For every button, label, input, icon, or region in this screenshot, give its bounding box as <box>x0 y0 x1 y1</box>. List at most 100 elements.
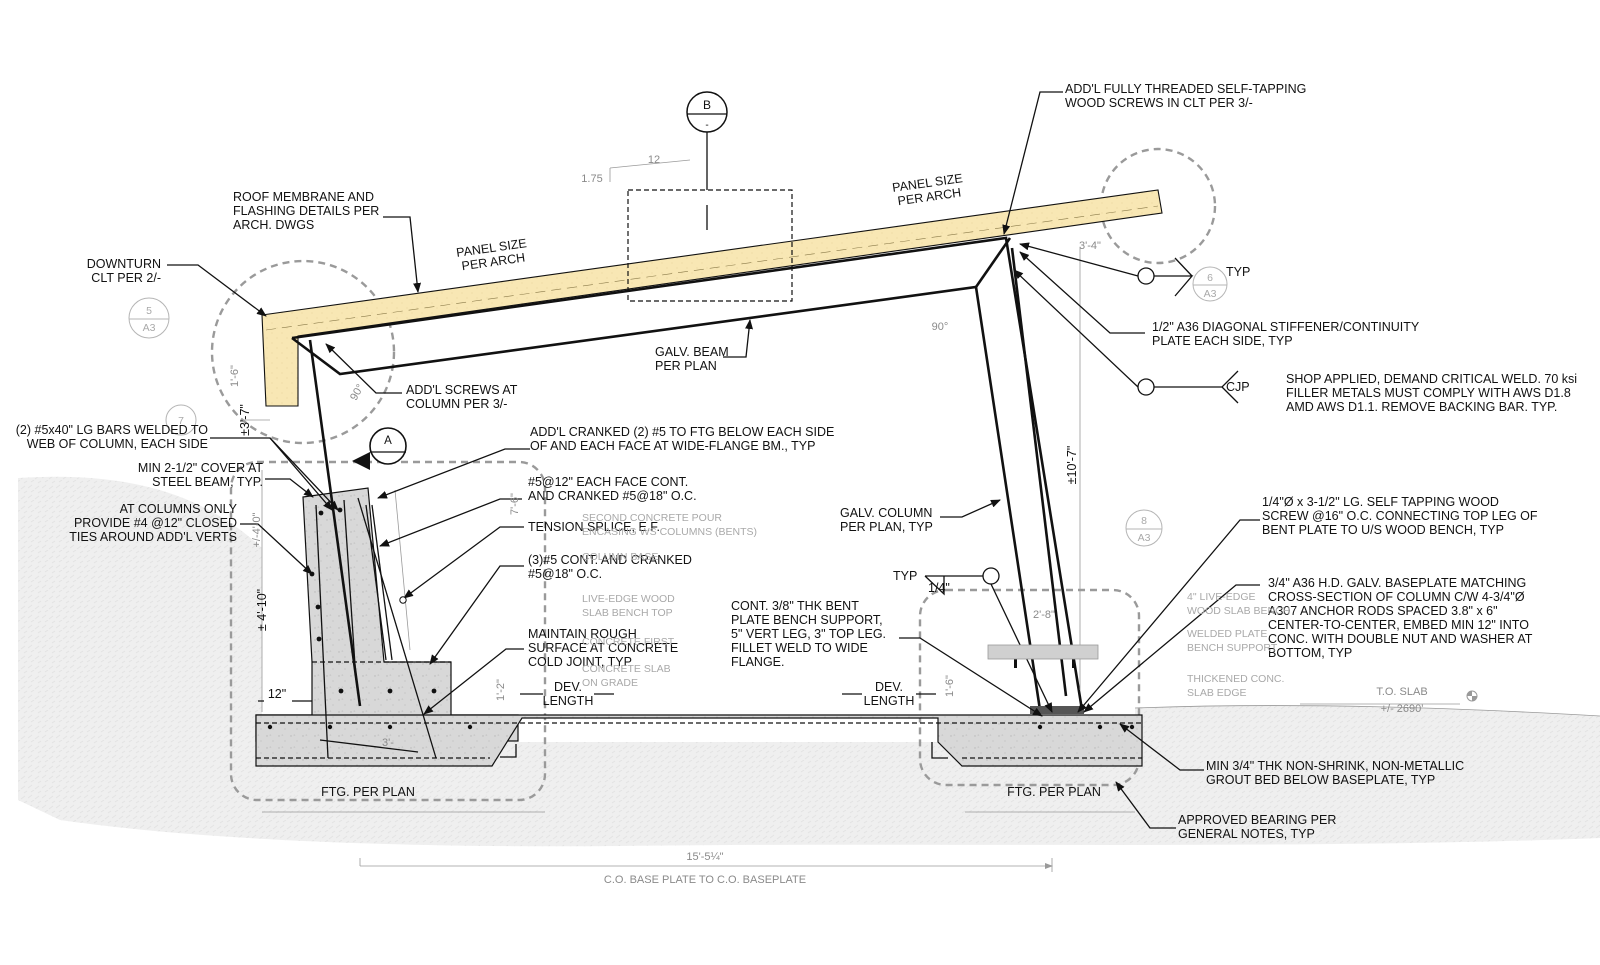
section-tag-b[interactable]: B - <box>686 91 728 133</box>
svg-text:GALV. BEAM: GALV. BEAM <box>655 345 729 359</box>
dim-3-7: ±3'-7" <box>238 404 252 436</box>
note-min-cover: MIN 2-1/2" COVER AT STEEL BEAM, TYP. <box>138 461 263 489</box>
section-tag-sub: - <box>705 120 708 131</box>
callout-8[interactable]: 8 A3 <box>1125 509 1163 547</box>
note-panel-left: PANEL SIZE PER ARCH <box>455 236 527 273</box>
svg-text:A3: A3 <box>1204 288 1217 300</box>
weld-symbol-fillet[interactable] <box>982 567 1000 585</box>
note-galv-column: GALV. COLUMN PER PLAN, TYP <box>840 506 933 534</box>
svg-text:PLATE BENCH SUPPORT,: PLATE BENCH SUPPORT, <box>731 613 883 627</box>
svg-text:5: 5 <box>146 305 152 317</box>
note-cont-cranked: (3)#5 CONT. AND CRANKED #5@18" O.C. <box>528 553 692 581</box>
note-cranked: ADD'L CRANKED (2) #5 TO FTG BELOW EACH S… <box>530 425 834 453</box>
svg-text:LENGTH: LENGTH <box>864 694 915 708</box>
svg-text:A3: A3 <box>1138 532 1151 544</box>
svg-text:SURFACE AT CONCRETE: SURFACE AT CONCRETE <box>528 641 678 655</box>
weld-symbol-top[interactable] <box>1137 267 1155 285</box>
svg-text:ADD'L CRANKED (2) #5 TO FTG BE: ADD'L CRANKED (2) #5 TO FTG BELOW EACH S… <box>530 425 834 439</box>
svg-text:FILLET WELD TO WIDE: FILLET WELD TO WIDE <box>731 641 868 655</box>
svg-text:CONT. 3/8" THK BENT: CONT. 3/8" THK BENT <box>731 599 859 613</box>
dim-7-6: 7'-6" <box>509 493 521 515</box>
detail-circle-right <box>1099 147 1217 265</box>
dim-1-6-right: 1'-6" <box>944 675 956 697</box>
concrete-curb <box>255 487 519 742</box>
dim-90-right: 90° <box>932 321 949 333</box>
svg-text:PER PLAN, TYP: PER PLAN, TYP <box>840 520 933 534</box>
svg-text:3/4" A36 H.D. GALV. BASEPLATE: 3/4" A36 H.D. GALV. BASEPLATE MATCHING <box>1268 576 1526 590</box>
svg-text:PROVIDE #4 @12" CLOSED: PROVIDE #4 @12" CLOSED <box>74 516 237 530</box>
weld-symbol-cjp[interactable] <box>1137 378 1155 396</box>
svg-text:MAINTAIN ROUGH: MAINTAIN ROUGH <box>528 627 637 641</box>
svg-text:SLAB EDGE: SLAB EDGE <box>1187 687 1247 699</box>
note-rough-surface: MAINTAIN ROUGH SURFACE AT CONCRETE COLD … <box>528 627 678 669</box>
dim-3-4: 3'-4" <box>1079 240 1101 252</box>
svg-text:AT COLUMNS ONLY: AT COLUMNS ONLY <box>120 502 238 516</box>
detail-circle-left <box>210 259 396 445</box>
svg-text:ADD'L FULLY THREADED SELF-TAPP: ADD'L FULLY THREADED SELF-TAPPING <box>1065 82 1306 96</box>
dim-90-left: 90° <box>348 382 367 402</box>
note-weld: SHOP APPLIED, DEMAND CRITICAL WELD. 70 k… <box>1286 372 1577 414</box>
svg-text:WEB OF COLUMN, EACH SIDE: WEB OF COLUMN, EACH SIDE <box>27 437 208 451</box>
svg-text:SHOP APPLIED, DEMAND CRITICAL: SHOP APPLIED, DEMAND CRITICAL WELD. 70 k… <box>1286 372 1577 386</box>
svg-text:COLUMN BASE: COLUMN BASE <box>582 551 658 563</box>
svg-text:CENTER-TO-CENTER, EMBED MIN 12: CENTER-TO-CENTER, EMBED MIN 12" INTO <box>1268 618 1529 632</box>
svg-text:COLUMN PER 3/-: COLUMN PER 3/- <box>406 397 507 411</box>
detail-box-right <box>918 588 1141 787</box>
note-wood-screw: 1/4"Ø x 3-1/2" LG. SELF TAPPING WOOD SCR… <box>1262 495 1538 537</box>
dev-length-right: DEV. LENGTH <box>864 680 915 708</box>
svg-text:ARCH. DWGS: ARCH. DWGS <box>233 218 314 232</box>
note-closed-ties: AT COLUMNS ONLY PROVIDE #4 @12" CLOSED T… <box>69 502 237 544</box>
svg-text:5" VERT LEG, 3" TOP LEG.: 5" VERT LEG, 3" TOP LEG. <box>731 627 886 641</box>
cut-tag-a[interactable]: A <box>352 427 407 470</box>
svg-text:6: 6 <box>1207 272 1213 284</box>
svg-text:A307 ANCHOR RODS SPACED 3.8" x: A307 ANCHOR RODS SPACED 3.8" x 6" <box>1268 604 1498 618</box>
dim-overall: 15'-5¼" <box>686 851 723 863</box>
svg-text:1/4"Ø x 3-1/2" LG. SELF TAPPIN: 1/4"Ø x 3-1/2" LG. SELF TAPPING WOOD <box>1262 495 1499 509</box>
svg-text:SLAB BENCH TOP: SLAB BENCH TOP <box>582 607 673 619</box>
svg-text:CONCRETE SLAB: CONCRETE SLAB <box>582 663 671 675</box>
fillet-typ-label: TYP <box>893 569 917 583</box>
dim-overall-label: C.O. BASE PLATE TO C.O. BASEPLATE <box>604 874 806 886</box>
note-roof-membrane: ROOF MEMBRANE AND FLASHING DETAILS PER A… <box>233 190 379 232</box>
section-tag-letter: B <box>703 98 711 112</box>
fillet-size-label: 1/4" <box>928 581 950 595</box>
note-addl-screws: ADD'L SCREWS AT COLUMN PER 3/- <box>406 383 518 411</box>
svg-text:MIN 3/4" THK NON-SHRINK, NON-M: MIN 3/4" THK NON-SHRINK, NON-METALLIC <box>1206 759 1464 773</box>
callout-5[interactable]: 5 A3 <box>128 297 170 339</box>
svg-text:#5@18" O.C.: #5@18" O.C. <box>528 567 602 581</box>
svg-text:8: 8 <box>1141 515 1147 527</box>
svg-text:DEV.: DEV. <box>875 680 903 694</box>
svg-text:GENERAL NOTES, TYP: GENERAL NOTES, TYP <box>1178 827 1315 841</box>
note-self-tapping: ADD'L FULLY THREADED SELF-TAPPING WOOD S… <box>1065 82 1306 110</box>
note-bearing: APPROVED BEARING PER GENERAL NOTES, TYP <box>1178 813 1336 841</box>
dev-length-left: DEV. LENGTH <box>543 680 594 708</box>
dim-12in: 12" <box>268 687 286 701</box>
note-each-face: #5@12" EACH FACE CONT. AND CRANKED #5@18… <box>528 475 697 503</box>
svg-text:SECOND CONCRETE POUR: SECOND CONCRETE POUR <box>582 512 722 524</box>
elevation-marker-icon <box>1466 690 1478 702</box>
slab-elev: +/- 2690' <box>1381 703 1424 715</box>
svg-text:GROUT BED BELOW BASEPLATE, TYP: GROUT BED BELOW BASEPLATE, TYP <box>1206 773 1435 787</box>
svg-text:FLANGE.: FLANGE. <box>731 655 785 669</box>
svg-text:COLD JOINT, TYP: COLD JOINT, TYP <box>528 655 632 669</box>
svg-text:WOOD SCREWS IN CLT PER 3/-: WOOD SCREWS IN CLT PER 3/- <box>1065 96 1253 110</box>
note-grout: MIN 3/4" THK NON-SHRINK, NON-METALLIC GR… <box>1206 759 1464 787</box>
svg-text:BENCH SUPPORT: BENCH SUPPORT <box>1187 642 1278 654</box>
steel-frame <box>291 236 1084 711</box>
dim-slope-175: 1.75 <box>581 173 602 185</box>
dim-10-7: ±10'-7" <box>1065 446 1079 485</box>
callout-6[interactable]: 6 A3 <box>1192 266 1228 302</box>
detail-box-left <box>229 460 547 802</box>
callout-7[interactable]: 7 <box>165 404 197 436</box>
svg-text:FILLER METALS MUST COMPLY WITH: FILLER METALS MUST COMPLY WITH AWS D1.8 <box>1286 386 1571 400</box>
ftg-label-right: FTG. PER PLAN <box>1007 785 1101 799</box>
svg-text:ENCASING WS COLUMNS (BENTS): ENCASING WS COLUMNS (BENTS) <box>582 526 757 538</box>
slab-label: T.O. SLAB <box>1376 686 1427 698</box>
svg-text:CONC. WITH DOUBLE NUT AND WASH: CONC. WITH DOUBLE NUT AND WASHER AT <box>1268 632 1533 646</box>
dim-4-0: +/-4'-0" <box>251 512 263 547</box>
svg-text:PER PLAN: PER PLAN <box>655 359 717 373</box>
dim-3-left: 3'- <box>382 737 394 749</box>
svg-text:BOTTOM, TYP: BOTTOM, TYP <box>1268 646 1352 660</box>
note-galv-beam: GALV. BEAM PER PLAN <box>655 345 729 373</box>
svg-text:4" LIVE-EDGE: 4" LIVE-EDGE <box>1187 591 1256 603</box>
